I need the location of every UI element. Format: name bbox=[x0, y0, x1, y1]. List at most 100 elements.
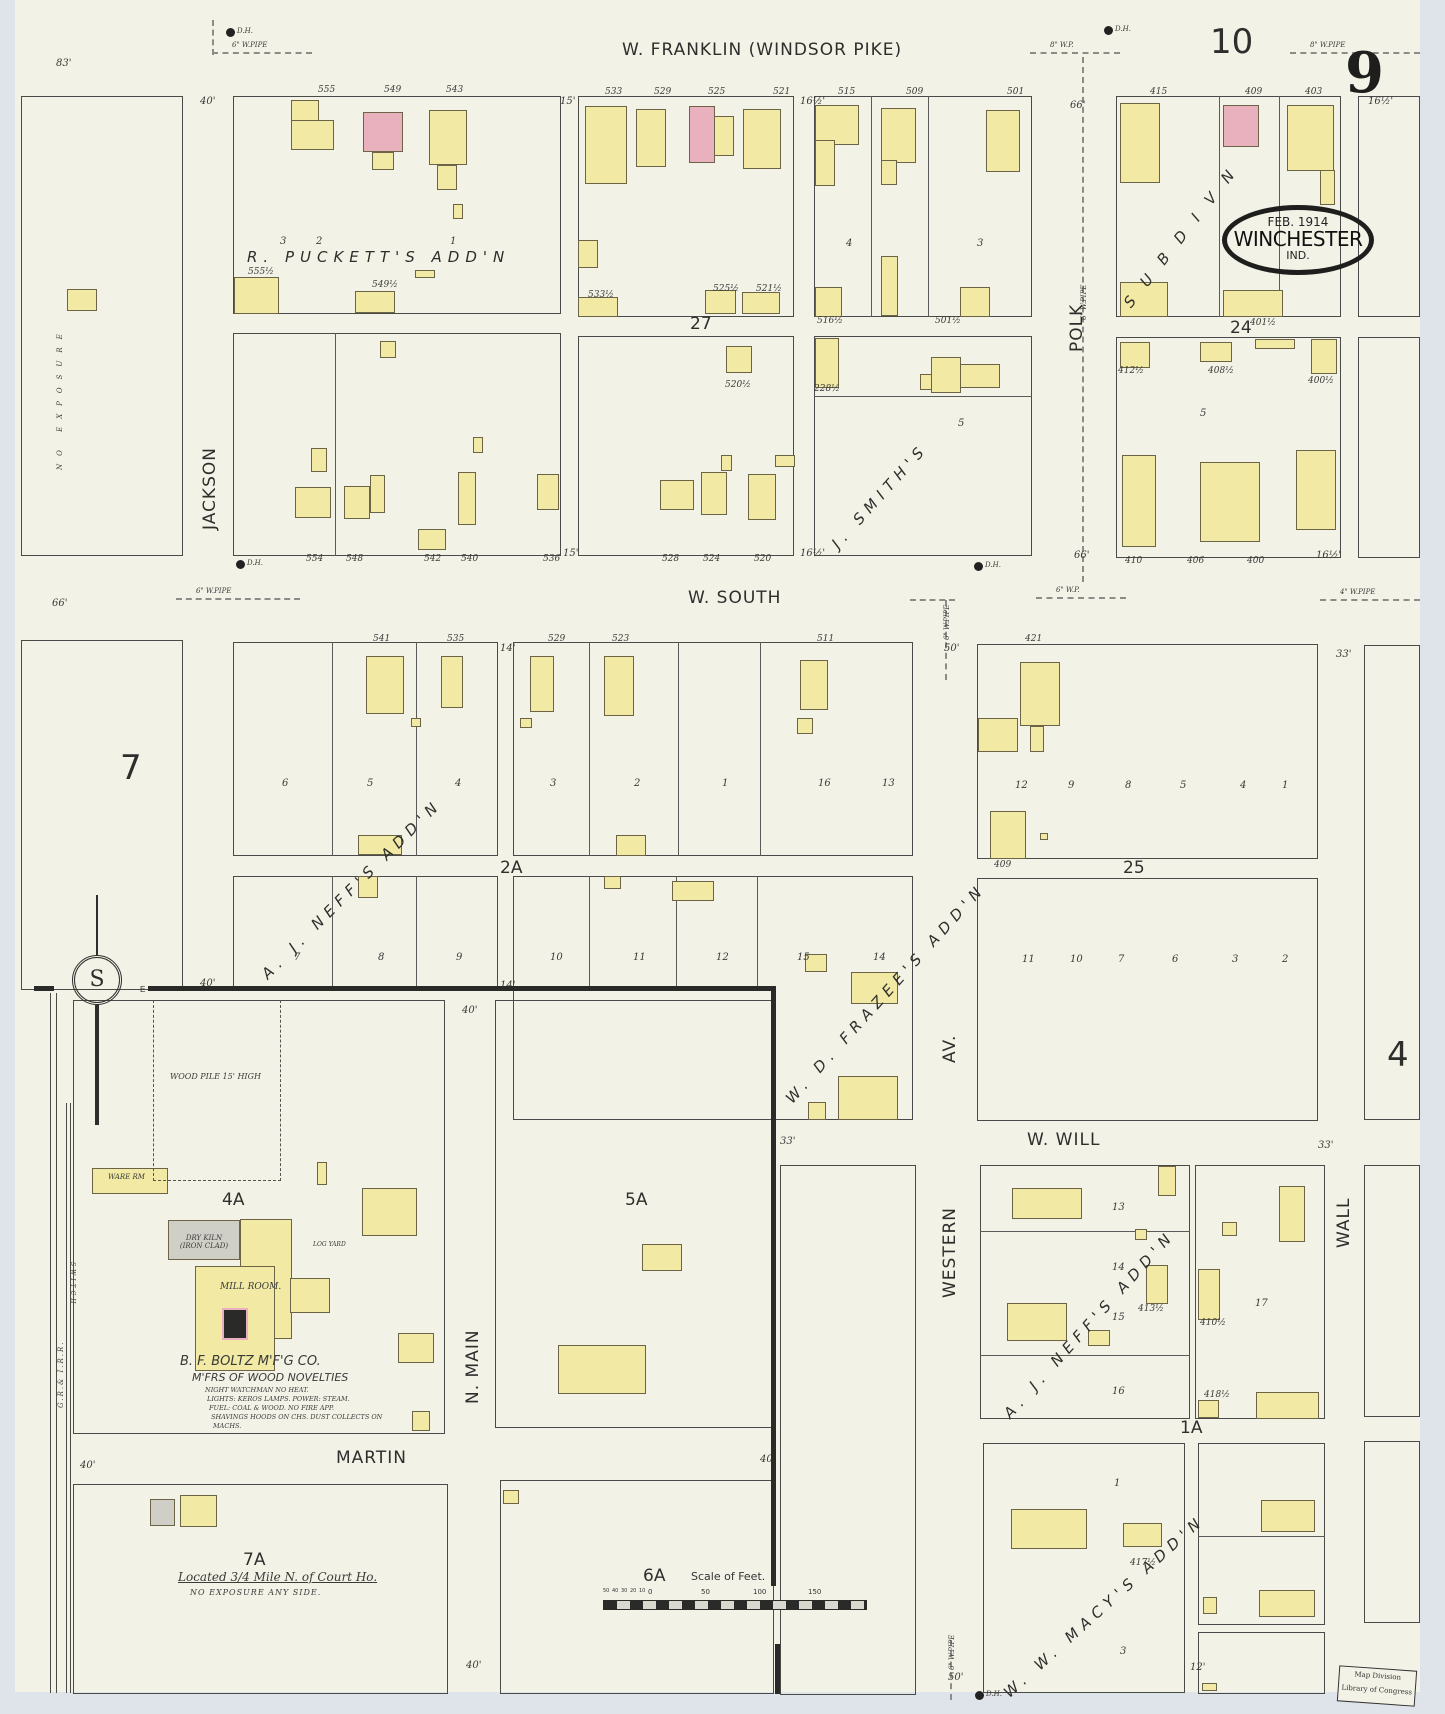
lot-number: 9 bbox=[456, 952, 463, 963]
street-address: 400 bbox=[1247, 556, 1265, 566]
dimension-label: 33' bbox=[1336, 649, 1352, 660]
auto-garage-building bbox=[358, 835, 402, 855]
frame-building bbox=[473, 437, 483, 453]
street-address: 529 bbox=[654, 87, 672, 97]
auto-garage-building bbox=[1120, 342, 1150, 368]
street-name: WALL bbox=[1334, 1197, 1354, 1248]
street-address: 520 bbox=[754, 554, 772, 564]
frame-building bbox=[578, 240, 598, 268]
factory-note-line: NIGHT WATCHMAN NO HEAT. bbox=[205, 1386, 309, 1394]
auto-garage-building bbox=[578, 297, 618, 317]
water-pipe-label: 8" W.P. bbox=[1050, 41, 1074, 49]
lot-line bbox=[1219, 96, 1220, 317]
city-block bbox=[578, 96, 794, 317]
frame-building bbox=[311, 448, 327, 472]
street-address: 515 bbox=[838, 87, 856, 97]
frame-building bbox=[458, 472, 476, 525]
street-address: 412½ bbox=[1118, 366, 1144, 376]
library-of-congress-stamp: Map Division Library of Congress bbox=[1336, 1665, 1418, 1707]
stamp-city: WINCHESTER bbox=[1233, 227, 1363, 251]
frame-building bbox=[797, 718, 813, 734]
city-block bbox=[21, 96, 183, 556]
lot-line bbox=[814, 396, 1032, 397]
street-name: W. WILL bbox=[1027, 1130, 1101, 1150]
city-block bbox=[1198, 1632, 1325, 1694]
city-block bbox=[233, 333, 561, 556]
street-address: 548 bbox=[346, 554, 364, 564]
water-pipe bbox=[910, 599, 955, 601]
street-address: 533½ bbox=[588, 290, 614, 300]
lot-number: 16 bbox=[1112, 1386, 1125, 1397]
water-pipe bbox=[212, 20, 214, 55]
frame-building bbox=[808, 1102, 826, 1120]
city-block bbox=[977, 644, 1318, 859]
frame-building bbox=[1256, 1392, 1319, 1419]
brick-building bbox=[363, 112, 403, 152]
street-address: 549 bbox=[384, 85, 402, 95]
frame-building bbox=[660, 480, 694, 510]
street-address: 501 bbox=[1007, 87, 1025, 97]
frame-building bbox=[604, 656, 634, 716]
frame-building bbox=[362, 1188, 417, 1236]
street-name: W. SOUTH bbox=[688, 588, 782, 608]
frame-building bbox=[815, 105, 859, 145]
sheet-number: 9 bbox=[1345, 40, 1384, 106]
dimension-label: 14' bbox=[500, 980, 515, 991]
block-number: 7A bbox=[243, 1550, 266, 1570]
frame-building bbox=[604, 876, 621, 889]
frame-building bbox=[1320, 170, 1335, 205]
fire-hydrant-icon bbox=[1104, 26, 1113, 35]
frame-building bbox=[1279, 1186, 1305, 1242]
adjacent-sheet-number: 7 bbox=[120, 748, 142, 788]
street-address: 413½ bbox=[1138, 1304, 1164, 1314]
city-block bbox=[1358, 337, 1420, 558]
auto-garage-building bbox=[1120, 282, 1168, 317]
factory-subtitle: M'FRS OF WOOD NOVELTIES bbox=[192, 1371, 349, 1384]
city-block bbox=[233, 642, 498, 856]
street-address: 528 bbox=[662, 554, 680, 564]
frame-building bbox=[1255, 339, 1295, 349]
lot-number: 3 bbox=[977, 238, 984, 249]
frame-building bbox=[931, 357, 961, 393]
city-block bbox=[814, 336, 1032, 556]
wood-pile-area bbox=[153, 1000, 281, 1181]
scale-tick-label: 100 bbox=[753, 1588, 767, 1596]
water-pipe-label: 4" W.PIPE bbox=[1340, 588, 1376, 596]
lot-number: 3 bbox=[1120, 1646, 1127, 1657]
block-number: 5A bbox=[625, 1190, 648, 1210]
street-address: 509 bbox=[906, 87, 924, 97]
frame-building bbox=[441, 656, 463, 708]
lot-number: 10 bbox=[550, 952, 563, 963]
frame-building bbox=[344, 486, 370, 519]
block-number: 2A bbox=[500, 858, 523, 878]
street-address: 516½ bbox=[817, 316, 843, 326]
lot-number: 4 bbox=[1240, 780, 1247, 791]
frame-building bbox=[714, 116, 734, 156]
lot-number: 5 bbox=[958, 418, 965, 429]
auto-garage-building bbox=[990, 811, 1026, 859]
frame-building bbox=[558, 1345, 646, 1394]
lot-number: 15 bbox=[1112, 1312, 1125, 1323]
dimension-label: 66' bbox=[52, 598, 68, 609]
frame-building bbox=[721, 455, 732, 471]
frame-building bbox=[537, 474, 559, 510]
auto-garage-building bbox=[398, 1333, 434, 1363]
frame-building bbox=[180, 1495, 217, 1527]
addition-name: R. PUCKETT'S ADD'N bbox=[247, 248, 511, 266]
frame-building bbox=[1202, 1683, 1217, 1691]
frame-building bbox=[636, 109, 666, 167]
railroad-label: G.R.& I.R.R. bbox=[57, 1340, 65, 1408]
lot-line bbox=[676, 876, 677, 988]
frame-building bbox=[986, 110, 1020, 172]
frame-building bbox=[291, 120, 334, 150]
frame-building bbox=[418, 529, 446, 550]
auto-garage-building bbox=[234, 277, 279, 314]
water-pipe bbox=[1082, 57, 1084, 582]
lot-line bbox=[416, 876, 417, 988]
city-block bbox=[1198, 1443, 1325, 1625]
lot-line bbox=[335, 333, 336, 556]
located-note: Located 3/4 Mile N. of Court Ho. bbox=[178, 1570, 378, 1584]
street-address: 511 bbox=[817, 634, 835, 644]
scale-tick-label: 30 bbox=[621, 1588, 628, 1594]
brick-building bbox=[689, 106, 715, 163]
